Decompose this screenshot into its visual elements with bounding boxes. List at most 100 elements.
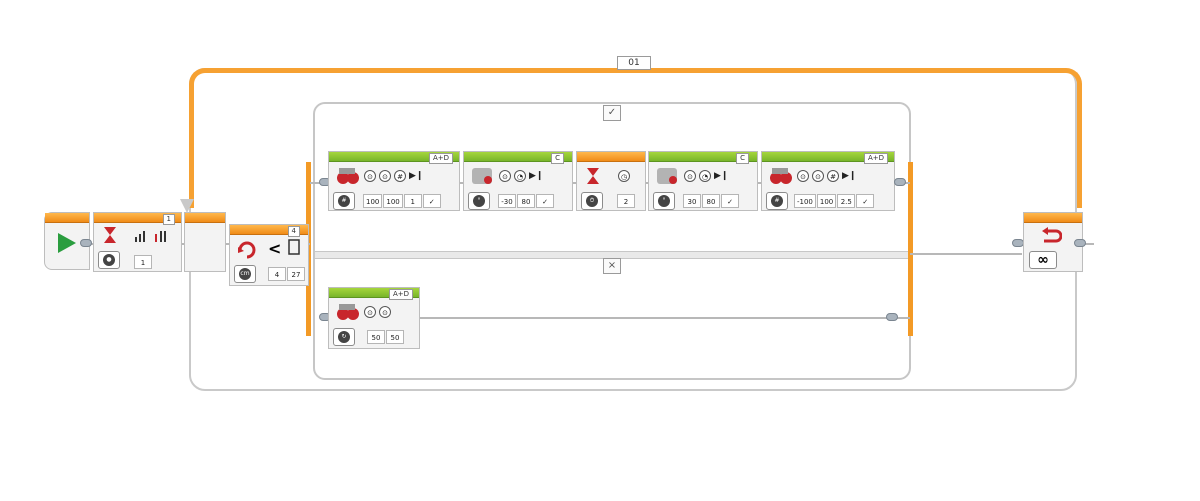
brake-icon: ▶❙ (842, 171, 857, 181)
case-false-tab[interactable]: × (603, 258, 621, 274)
medium-motor-1-header (464, 152, 572, 162)
switch-distance-value[interactable]: 27 (287, 267, 305, 281)
brake-icon: ▶❙ (529, 171, 544, 181)
medium-motor-1-mode[interactable]: ° (468, 192, 490, 210)
sound-level-icon (135, 231, 145, 242)
medium-motor-2-power[interactable]: 30 (683, 194, 701, 208)
move-tank-on-right-power[interactable]: 50 (386, 330, 404, 344)
loop-return-icon (1042, 227, 1062, 243)
move-tank-on-block[interactable]: A+D ⊙ ⊙ ↻ 50 50 (328, 287, 420, 349)
loop-entry-arrow-icon (180, 199, 194, 213)
power-left-icon: ⊙ (364, 170, 376, 182)
brake-icon: ▶❙ (409, 171, 424, 181)
medium-motor-1-brake[interactable]: ✓ (536, 194, 554, 208)
true-case-end-plug (894, 178, 906, 186)
timer-clock-icon: ◷ (618, 170, 630, 182)
medium-motor-2-mode[interactable]: ° (653, 192, 675, 210)
loop-exit-wire (910, 253, 1022, 255)
case-true-tab[interactable]: ✓ (603, 105, 621, 121)
tank-motors-icon (770, 168, 792, 184)
start-header (45, 213, 89, 223)
timer-mode-icon: ⏱ (586, 195, 598, 207)
brake-icon: ▶❙ (714, 171, 729, 181)
false-case-wire (420, 317, 910, 319)
degrees-icon: ◔ (699, 170, 711, 182)
medium-motor-icon (472, 168, 492, 184)
switch-sensor-header (230, 225, 308, 235)
move-tank-on-left-power[interactable]: 50 (367, 330, 385, 344)
switch-sensor-mode[interactable]: cm (234, 265, 256, 283)
medium-motor-1-port[interactable]: C (551, 153, 564, 164)
move-tank-block-1[interactable]: A+D ⊙ ⊙ # ▶❙ # 100 100 1 ✓ (328, 151, 460, 211)
false-case-end-plug (886, 313, 898, 321)
medium-motor-1-degrees[interactable]: 80 (517, 194, 535, 208)
wait-sound-port[interactable]: 1 (162, 214, 175, 225)
power-right-icon: ⊙ (379, 170, 391, 182)
sound-compare-icon (155, 231, 166, 242)
on-mode-icon: ↻ (338, 331, 350, 343)
wait-timer-header (577, 152, 645, 162)
power-right-icon: ⊙ (812, 170, 824, 182)
loop-mode-selector[interactable]: ∞ (1029, 251, 1057, 269)
wait-sound-block[interactable]: 1 ● 1 (93, 212, 182, 272)
switch-threshold-value[interactable]: 4 (268, 267, 286, 281)
start-plug (80, 239, 92, 247)
move-tank-1-rotations[interactable]: 1 (403, 194, 422, 208)
wait-sound-mode[interactable]: ● (98, 251, 120, 269)
sensor-mode-icon: cm (239, 268, 251, 280)
degrees-mode-icon: ° (473, 195, 485, 207)
hourglass-icon (587, 168, 599, 184)
move-tank-1-right-power[interactable]: 100 (383, 194, 403, 208)
power-left-icon: ⊙ (364, 306, 376, 318)
move-tank-1-header (329, 152, 459, 162)
loop-start-header (185, 213, 225, 223)
compare-operator[interactable]: < (268, 239, 282, 258)
medium-motor-1-power[interactable]: -30 (498, 194, 516, 208)
switch-sensor-port[interactable]: 4 (287, 226, 300, 237)
medium-motor-block-1[interactable]: C ⊙ ◔ ▶❙ ° -30 80 ✓ (463, 151, 573, 211)
tank-motors-icon (337, 304, 359, 320)
move-tank-on-port[interactable]: A+D (388, 289, 413, 300)
hourglass-icon (104, 227, 116, 243)
loop-name-label[interactable]: 01 (617, 56, 651, 70)
move-tank-on-header (329, 288, 419, 298)
rotations-mode-icon: # (338, 195, 350, 207)
switch-right-bar (908, 162, 913, 336)
move-tank-on-mode[interactable]: ↻ (333, 328, 355, 346)
move-tank-1-left-power[interactable]: 100 (363, 194, 383, 208)
medium-motor-block-2[interactable]: C ⊙ ◔ ▶❙ ° 30 80 ✓ (648, 151, 758, 211)
move-tank-1-mode[interactable]: # (333, 192, 355, 210)
move-tank-2-right-power[interactable]: 100 (816, 194, 837, 208)
loop-wire (189, 68, 1082, 208)
move-tank-1-port[interactable]: A+D (428, 153, 453, 164)
power-right-icon: ⊙ (379, 306, 391, 318)
ultrasonic-sensor-icon (288, 239, 300, 255)
loop-start-block (184, 212, 226, 272)
medium-motor-2-brake[interactable]: ✓ (721, 194, 739, 208)
move-tank-2-mode[interactable]: # (766, 192, 788, 210)
tank-motors-icon (337, 168, 359, 184)
medium-motor-2-port[interactable]: C (736, 153, 749, 164)
wait-timer-block[interactable]: ◷ ⏱ 2 (576, 151, 646, 211)
loop-end-block[interactable]: ∞ (1023, 212, 1083, 272)
wait-timer-seconds[interactable]: 2 (617, 194, 635, 208)
wait-sound-value[interactable]: 1 (134, 255, 152, 269)
degrees-mode-icon: ° (658, 195, 670, 207)
degrees-icon: ◔ (514, 170, 526, 182)
wait-sound-header (94, 213, 181, 223)
wait-timer-mode[interactable]: ⏱ (581, 192, 603, 210)
play-icon (58, 233, 76, 253)
medium-motor-icon (657, 168, 677, 184)
medium-motor-2-degrees[interactable]: 80 (702, 194, 720, 208)
move-tank-block-2[interactable]: A+D ⊙ ⊙ # ▶❙ # -100 100 2.5 ✓ (761, 151, 895, 211)
loop-end-header (1024, 213, 1082, 223)
move-tank-2-left-power[interactable]: -100 (794, 194, 816, 208)
move-tank-2-brake[interactable]: ✓ (856, 194, 875, 208)
move-tank-1-brake[interactable]: ✓ (422, 194, 441, 208)
move-tank-2-port[interactable]: A+D (863, 153, 888, 164)
switch-sensor-block[interactable]: 4 < cm 4 27 (229, 224, 309, 286)
move-tank-2-rotations[interactable]: 2.5 (837, 194, 856, 208)
rotations-icon: # (394, 170, 406, 182)
sound-sensor-icon: ● (103, 254, 115, 266)
rotations-icon: # (827, 170, 839, 182)
